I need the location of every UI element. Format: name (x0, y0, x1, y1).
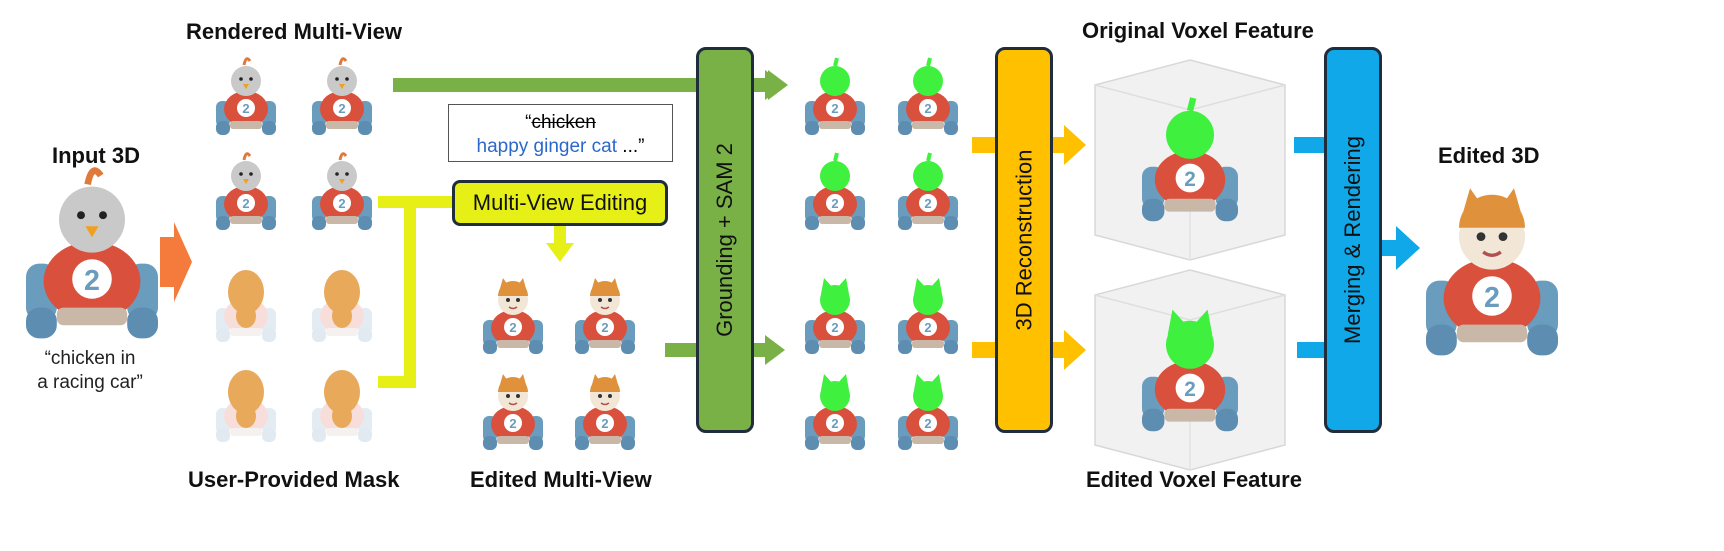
input-caption: “chicken in a racing car” (20, 347, 160, 395)
render-view-1 (216, 57, 276, 135)
recon-to-edited-voxel-arrow (1064, 330, 1086, 370)
edited-multiview-label: Edited Multi-View (470, 467, 652, 492)
edited-view-3 (483, 373, 543, 450)
prompt-open-quote: “ (525, 112, 532, 133)
merge-to-output-arrow (1396, 226, 1420, 270)
render-view-3 (216, 152, 276, 230)
render-view-2 (312, 57, 372, 135)
orig-voxel-cube-icon (1094, 59, 1286, 261)
seg-cat-4 (898, 374, 958, 450)
merging-rendering-stage: Merging & Rendering (1324, 47, 1382, 433)
input-arrow (160, 222, 192, 302)
input-caption-line-1: “chicken in (44, 348, 136, 369)
user-mask-label: User-Provided Mask (188, 467, 400, 492)
reconstruction-text: 3D Reconstruction (1011, 149, 1037, 331)
edited-voxel-label: Edited Voxel Feature (1086, 467, 1302, 492)
prompt-replacement: happy ginger cat (476, 136, 618, 157)
edit-prompt-box: “chicken happy ginger cat ...” (448, 104, 673, 162)
mve-down-arrow (546, 243, 574, 262)
edited-voxel-cube-icon (1094, 269, 1286, 471)
edited-view-4 (575, 373, 635, 450)
multiview-editing-text: Multi-View Editing (472, 190, 648, 215)
edited-3d-label: Edited 3D (1438, 143, 1540, 168)
merging-rendering-text: Merging & Rendering (1340, 136, 1365, 344)
original-voxel-label: Original Voxel Feature (1082, 18, 1314, 43)
edited-cat-toy-icon (1426, 186, 1558, 356)
grounding-sam2-text: Grounding + SAM 2 (712, 143, 737, 337)
mask-view-4 (312, 370, 372, 442)
prompt-struck-word: chicken (531, 112, 596, 133)
mask-view-3 (216, 370, 276, 442)
rendered-multiview-label: Rendered Multi-View (186, 19, 402, 44)
seg-chicken-1 (805, 56, 865, 135)
edited-view-1 (483, 277, 543, 354)
multiview-editing-box: Multi-View Editing (452, 180, 668, 226)
input-3d-label: Input 3D (52, 143, 140, 168)
mask-view-2 (312, 270, 372, 342)
seg-chicken-2 (898, 56, 958, 135)
input-chicken-toy-icon (25, 171, 158, 339)
seg-cat-1 (805, 278, 865, 354)
edited-view-2 (575, 277, 635, 354)
seg-chicken-3 (805, 151, 865, 230)
recon-to-orig-voxel-arrow (1064, 125, 1086, 165)
edited-to-grounding-arrow (765, 335, 785, 365)
prompt-ellipsis: ...” (617, 136, 645, 157)
grounding-sam2-stage: Grounding + SAM 2 (696, 47, 754, 433)
input-caption-line-2: a racing car” (37, 372, 143, 393)
mask-view-1 (216, 270, 276, 342)
seg-chicken-4 (898, 151, 958, 230)
render-view-4 (312, 152, 372, 230)
reconstruction-stage: 3D Reconstruction (995, 47, 1053, 433)
seg-cat-2 (898, 278, 958, 354)
seg-cat-3 (805, 374, 865, 450)
